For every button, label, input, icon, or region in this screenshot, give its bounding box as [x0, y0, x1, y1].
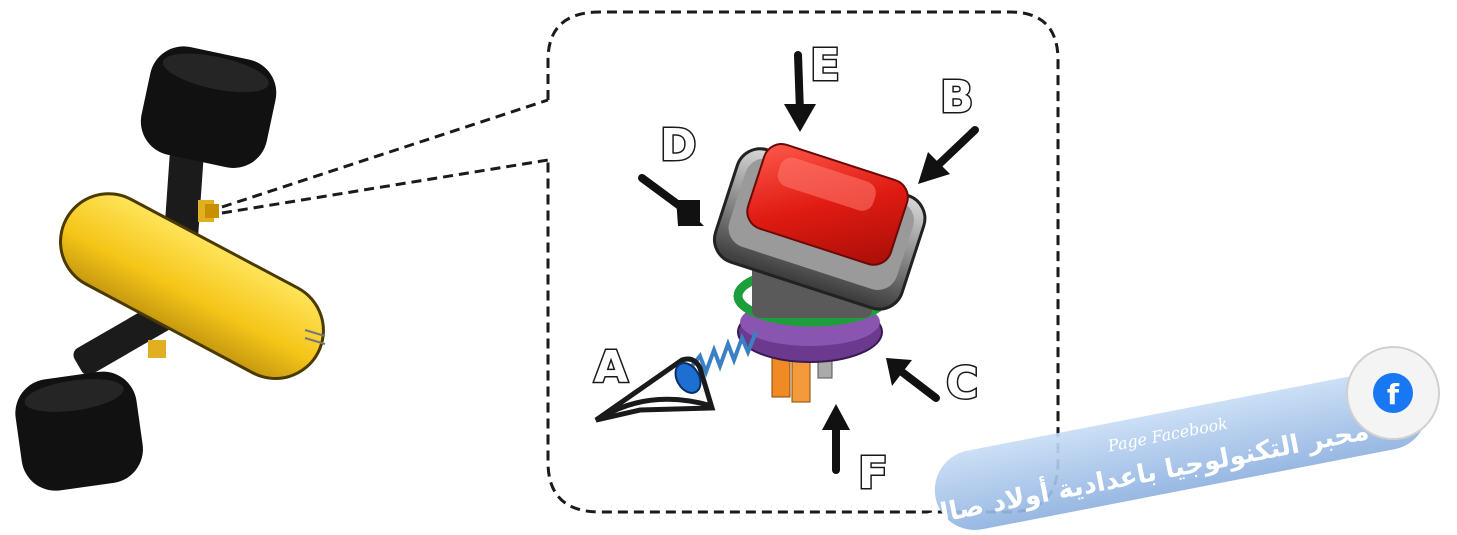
- arrow-B: [918, 126, 979, 184]
- red-cap: [746, 143, 909, 266]
- eye-icon: [594, 356, 716, 423]
- arrow-D: [638, 174, 704, 226]
- arrow-E: [784, 51, 816, 132]
- watermark-banner: [934, 369, 1428, 530]
- upper-wheel: [140, 46, 277, 168]
- pin: [304, 337, 326, 345]
- spring: [690, 331, 758, 378]
- facebook-icon: f: [1346, 346, 1440, 440]
- mounted-button: [205, 204, 219, 218]
- robot-body: [59, 192, 325, 380]
- robot-chassis: [15, 46, 326, 491]
- svg-text:f: f: [1387, 378, 1400, 411]
- connector-bottom: [148, 340, 166, 358]
- label-D: D: [660, 120, 697, 171]
- push-button: [690, 143, 927, 403]
- label-C: C: [946, 358, 978, 409]
- callout-line-top: [221, 98, 549, 209]
- arrows: [638, 51, 979, 474]
- label-A: A: [594, 342, 628, 393]
- arrow-F: [822, 404, 850, 474]
- label-F: F: [858, 448, 888, 499]
- arrow-C: [886, 358, 940, 402]
- lower-wheel: [15, 371, 143, 491]
- label-B: B: [940, 72, 974, 123]
- label-E: E: [810, 40, 840, 91]
- callout-line-bottom: [221, 158, 549, 215]
- terminal-pins: [771, 349, 833, 403]
- pin: [304, 329, 326, 337]
- callout-box: [546, 10, 1060, 514]
